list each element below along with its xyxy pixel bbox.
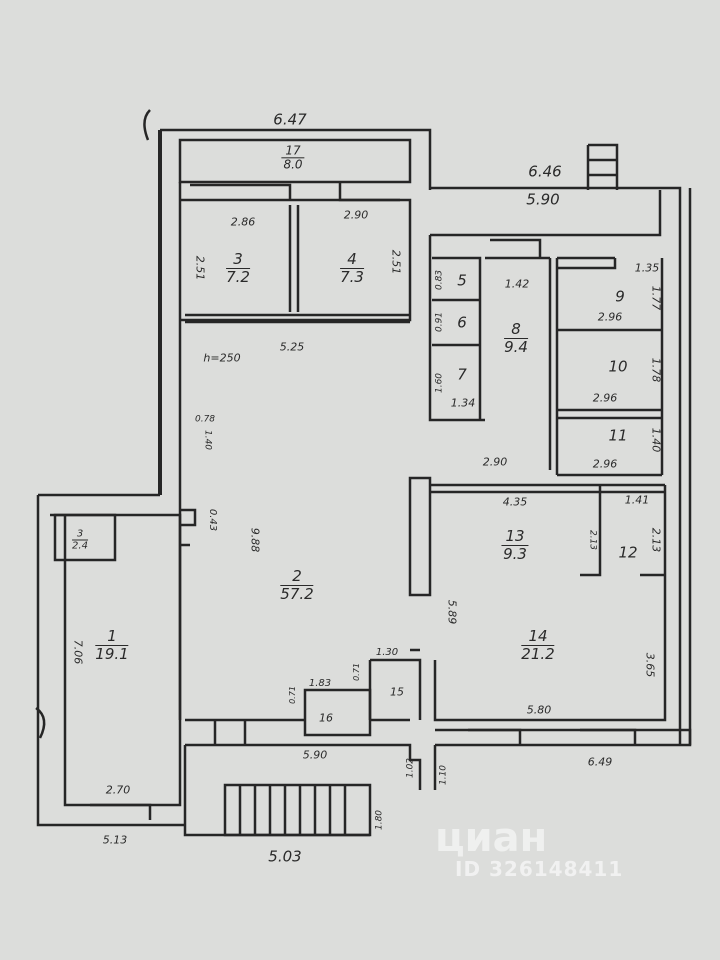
dim-r13-height: 2.13 xyxy=(587,529,598,551)
room-5-number: 5 xyxy=(457,271,467,290)
room-number: 2 xyxy=(280,568,314,586)
dim-door-b: 0.43 xyxy=(207,508,218,532)
wall xyxy=(160,128,432,190)
dim-hall-right: 1.10 xyxy=(438,764,449,786)
room-number: 3 xyxy=(72,529,88,541)
room-number: 1 xyxy=(95,628,129,646)
dim-r8-width: 1.42 xyxy=(504,277,530,291)
dim-bottom-right: 6.49 xyxy=(587,755,613,769)
dim-hall-height: 1.02 xyxy=(405,757,416,779)
dim-bottom-left: 5.13 xyxy=(102,833,128,847)
cian-watermark-logo: циан xyxy=(435,815,548,861)
dim-r2-width: 5.25 xyxy=(279,340,305,354)
room-7-number: 7 xyxy=(457,365,467,384)
room-11-number: 11 xyxy=(608,426,628,445)
dim-r12-height: 2.13 xyxy=(649,527,663,553)
dim-r16-width: 1.83 xyxy=(308,678,332,689)
room-number: 8 xyxy=(504,321,528,339)
dim-r14-right: 3.65 xyxy=(643,652,657,678)
dim-r15-width: 1.30 xyxy=(375,647,399,658)
dim-stair-width: 5.03 xyxy=(268,847,302,866)
dim-corridor: 5.90 xyxy=(526,190,560,209)
room-number: 14 xyxy=(521,628,555,646)
room-15-number: 15 xyxy=(390,685,404,699)
dim-door-c: 1.40 xyxy=(202,429,213,451)
dim-top-right: 6.46 xyxy=(528,162,562,181)
dim-r3-height: 2.51 xyxy=(193,255,207,281)
room-area: 9.4 xyxy=(504,337,528,356)
dim-r10-width: 2.96 xyxy=(592,391,618,405)
dim-r4-width: 2.90 xyxy=(343,208,369,222)
dim-r9-top: 1.35 xyxy=(634,261,660,275)
listing-id-watermark: ID 326148411 xyxy=(455,857,624,881)
dim-r13-width: 4.35 xyxy=(502,495,528,509)
room-number: 13 xyxy=(501,528,529,546)
dim-top-left: 6.47 xyxy=(273,110,307,129)
dim-r2-height: 9.88 xyxy=(248,527,262,553)
dim-r16-height: 0.71 xyxy=(352,663,361,681)
room-number: 4 xyxy=(340,251,364,269)
room-number: 3 xyxy=(226,251,250,269)
dim-r6-height: 0.91 xyxy=(434,311,445,333)
room-12-number: 12 xyxy=(618,543,638,562)
dim-r11-height: 1.40 xyxy=(649,427,663,453)
dim-r9-width: 2.96 xyxy=(597,310,623,324)
dim-r7-height: 1.60 xyxy=(434,372,445,394)
room-number: 17 xyxy=(281,144,305,159)
dim-r9-height: 1.77 xyxy=(649,285,663,311)
room-area: 7.2 xyxy=(226,267,250,286)
room-area: 2.4 xyxy=(72,540,88,552)
room-6-number: 6 xyxy=(457,313,467,332)
dim-290: 2.90 xyxy=(482,455,508,469)
dim-r1-height: 7.06 xyxy=(71,639,85,665)
dim-r3-width: 2.86 xyxy=(230,215,256,229)
dim-hall-width: 5.90 xyxy=(302,748,328,762)
room-16-number: 16 xyxy=(319,711,333,725)
room-area: 8.0 xyxy=(283,157,303,172)
dim-r16-left: 0.71 xyxy=(288,686,297,704)
room-area: 9.3 xyxy=(503,544,527,563)
room-area: 19.1 xyxy=(95,644,129,663)
room-area: 7.3 xyxy=(340,267,364,286)
dim-r14-height: 5.89 xyxy=(445,599,459,625)
dim-r14-width: 5.80 xyxy=(526,703,552,717)
dim-r5-height: 0.83 xyxy=(434,269,445,291)
room-9-number: 9 xyxy=(615,287,625,306)
dim-r1-width: 2.70 xyxy=(105,783,131,797)
room-10-number: 10 xyxy=(608,357,628,376)
dim-door-a: 0.78 xyxy=(194,414,216,425)
dim-r7-width: 1.34 xyxy=(450,396,476,410)
dim-stair-height: 1.80 xyxy=(374,809,385,831)
dim-r11-width: 2.96 xyxy=(592,457,618,471)
room-area: 57.2 xyxy=(280,584,314,603)
dim-r12-width: 1.41 xyxy=(624,493,650,507)
dim-r4-height: 2.51 xyxy=(389,249,403,275)
ceiling-height: h=250 xyxy=(203,351,241,365)
room-area: 21.2 xyxy=(521,644,555,663)
dim-r10-height: 1.78 xyxy=(649,357,663,383)
